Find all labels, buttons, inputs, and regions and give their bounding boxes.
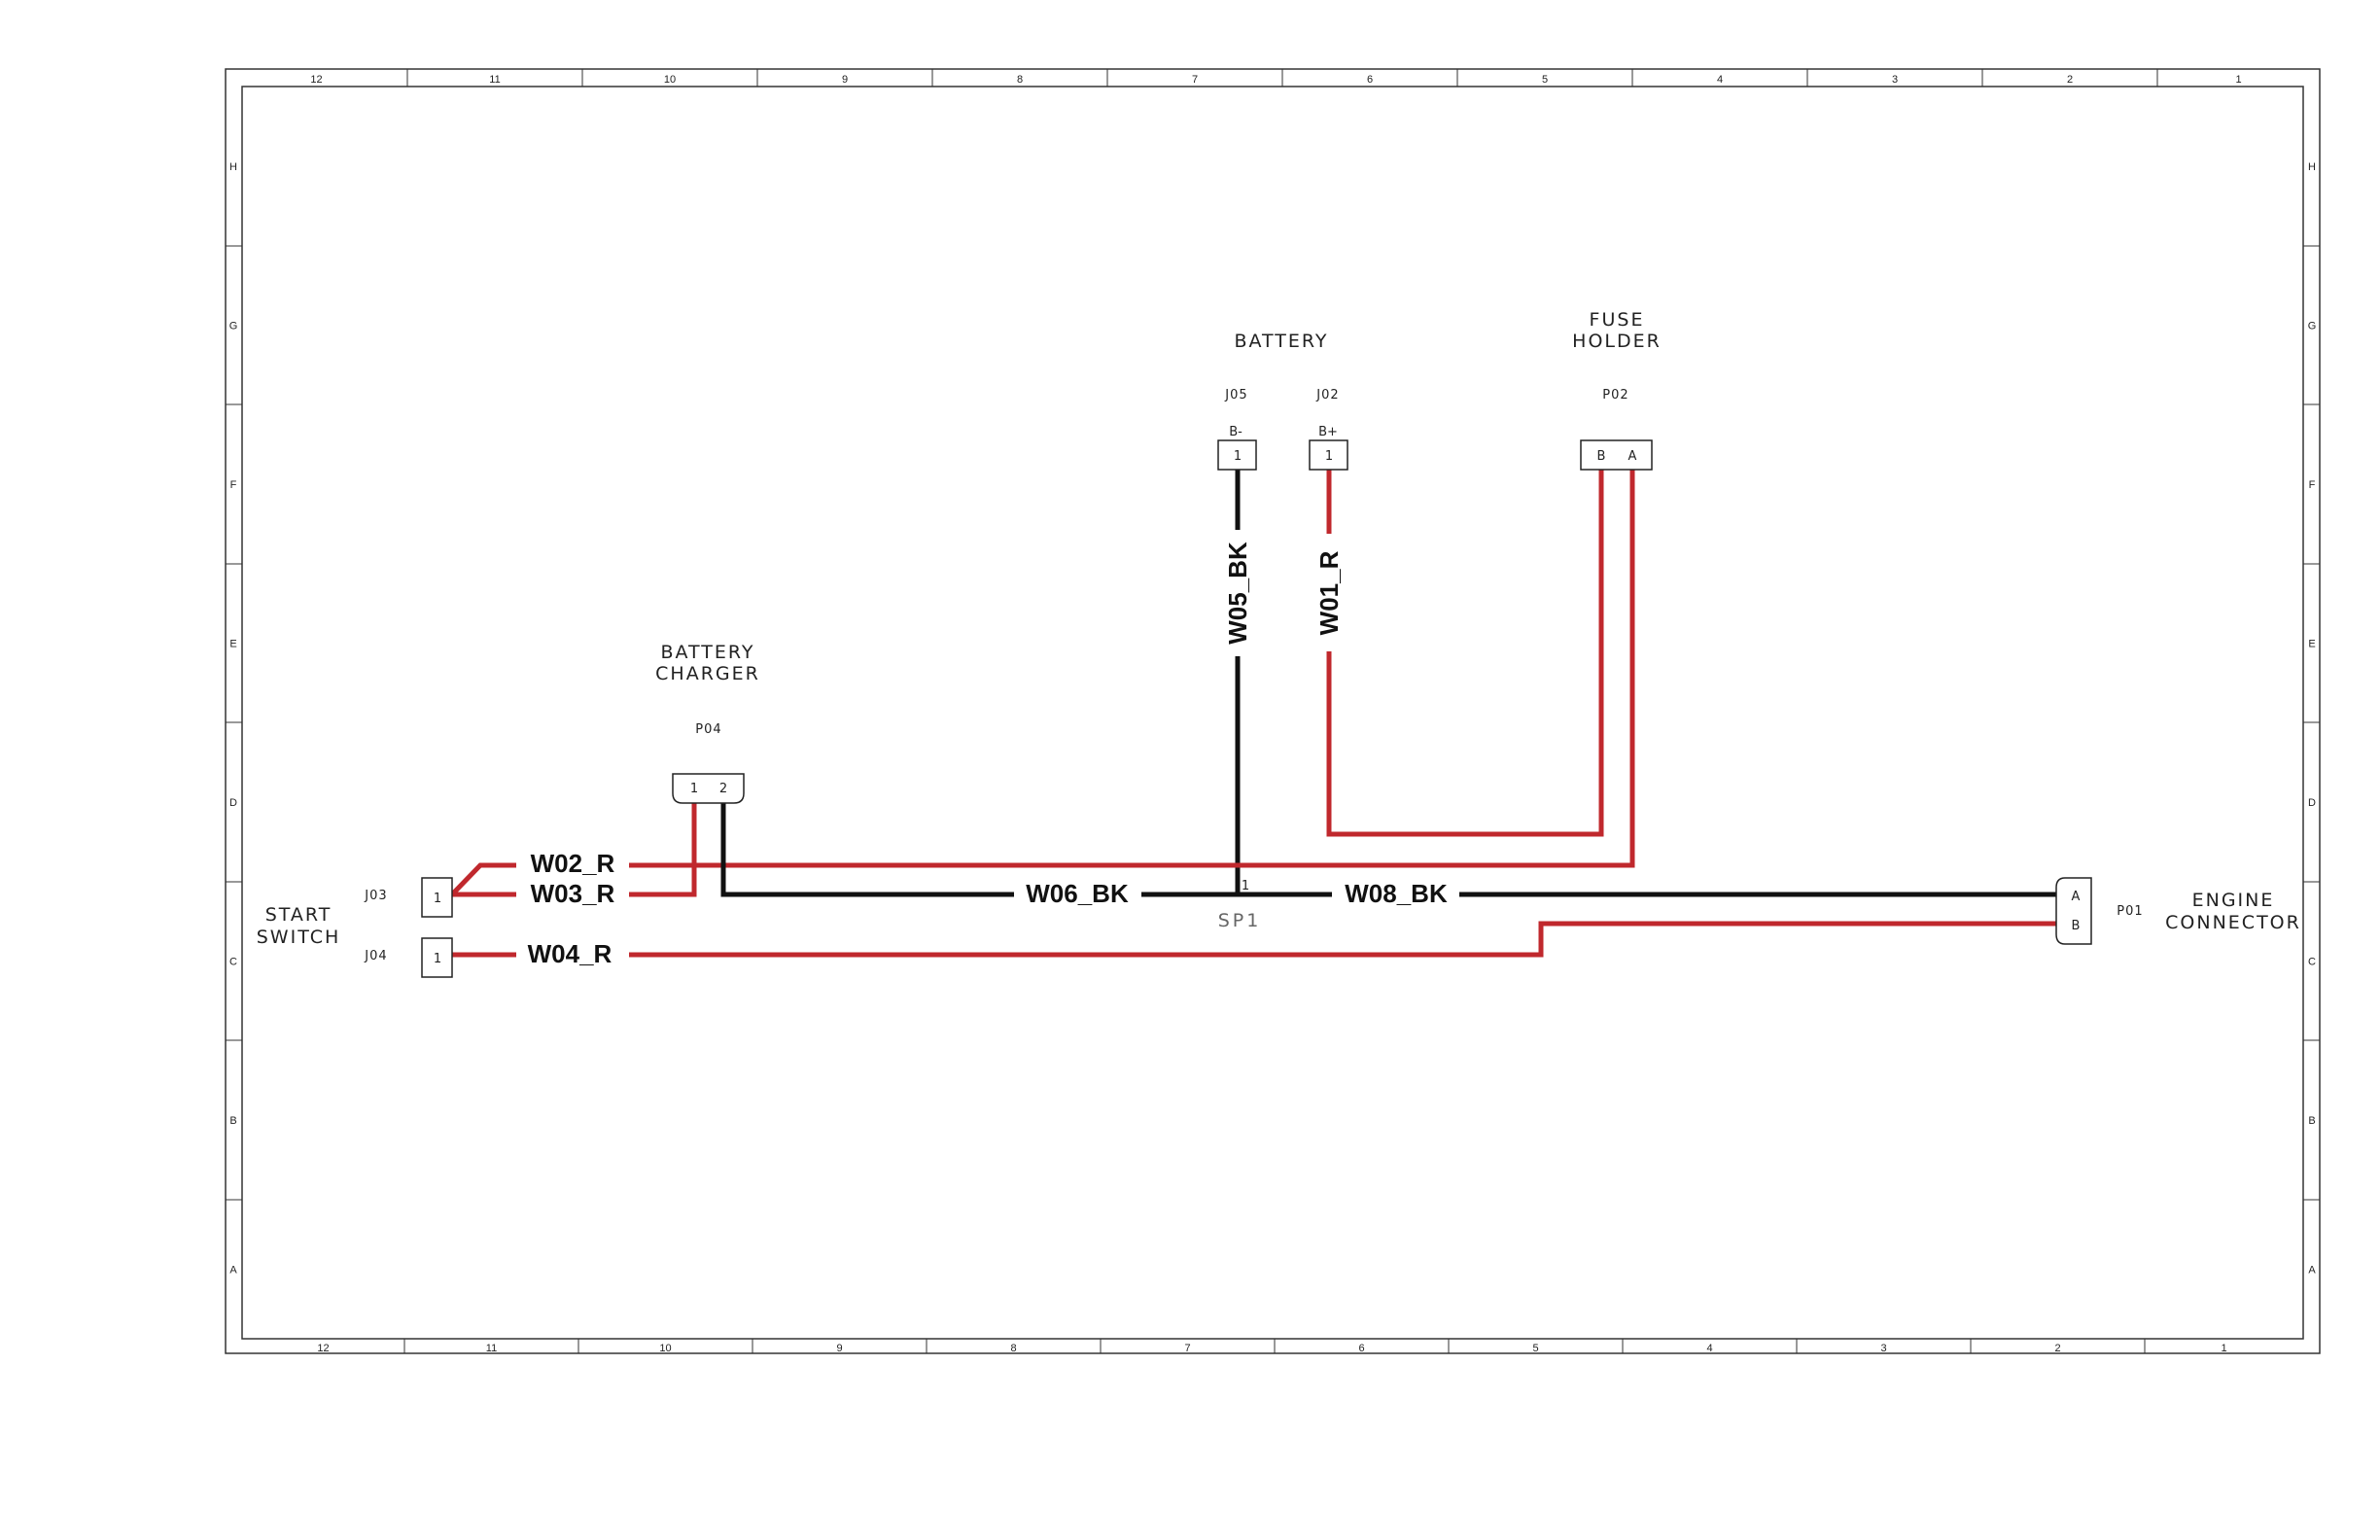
battery-charger-pin-1: 1 [690, 782, 698, 796]
zone-label-left: B [229, 1115, 236, 1127]
zone-label-top: 4 [1717, 74, 1723, 86]
zone-label-right: H [2308, 161, 2316, 173]
zone-label-top: 5 [1542, 74, 1548, 86]
zone-label-top: 2 [2067, 74, 2073, 86]
engine-connector-housing [2056, 878, 2091, 944]
wire-label-w01: W01_R [1314, 550, 1344, 635]
fuse-holder-component: FUSE HOLDER P02 B A [1572, 309, 1662, 470]
zone-label-top: 6 [1367, 74, 1373, 86]
zone-label-bottom: 4 [1706, 1343, 1712, 1354]
start-switch-j03-ref: J03 [364, 889, 387, 903]
wire-w04-r-right [629, 924, 2056, 955]
zone-label-bottom: 2 [2054, 1343, 2060, 1354]
inner-frame [242, 87, 2303, 1339]
wire-labels: W02_R W03_R W04_R W06_BK W08_BK W05_BK W… [528, 542, 1448, 968]
zone-label-bottom: 1 [2221, 1343, 2226, 1354]
zone-label-bottom: 9 [836, 1343, 842, 1354]
engine-connector-label-line2: CONNECTOR [2165, 912, 2301, 933]
fuse-holder-pin-b: B [1597, 449, 1606, 464]
zone-label-right: B [2308, 1115, 2315, 1127]
fuse-holder-label-line2: HOLDER [1572, 331, 1662, 352]
frame-zone-ticks [226, 69, 2320, 1353]
wire-label-w04: W04_R [528, 939, 612, 968]
battery-neg-pin-number: 1 [1234, 449, 1242, 464]
zone-label-top: 1 [2235, 74, 2241, 86]
start-switch-j03-pin: 1 [434, 892, 441, 906]
zone-label-top: 7 [1192, 74, 1198, 86]
engine-connector-ref: P01 [2117, 904, 2143, 919]
wire-label-w03: W03_R [531, 879, 615, 908]
zone-label-right: E [2308, 639, 2315, 650]
zone-label-left: C [229, 957, 237, 968]
zone-label-left: F [230, 479, 237, 491]
zone-label-left: H [229, 161, 237, 173]
start-switch-component: START SWITCH J03 J04 1 1 [257, 878, 452, 977]
engine-connector-pin-b: B [2072, 919, 2081, 933]
fuse-holder-pin-a: A [1628, 449, 1637, 464]
zone-label-top: 10 [664, 74, 676, 86]
zone-label-top: 8 [1017, 74, 1023, 86]
start-switch-label-line2: SWITCH [257, 927, 341, 948]
wire-label-w05: W05_BK [1223, 542, 1252, 645]
zone-label-right: A [2308, 1265, 2316, 1277]
splice-pin: 1 [1242, 879, 1249, 893]
battery-charger-connector [673, 774, 744, 803]
zone-label-bottom: 8 [1010, 1343, 1016, 1354]
zone-label-right: D [2308, 797, 2316, 809]
battery-neg-pin-name: B- [1229, 425, 1242, 439]
engine-connector-pin-a: A [2072, 890, 2081, 904]
zone-label-bottom: 3 [1880, 1343, 1886, 1354]
zone-label-bottom: 11 [486, 1343, 497, 1354]
zone-label-bottom: 10 [659, 1343, 671, 1354]
battery-neg-ref: J05 [1224, 388, 1247, 402]
battery-pos-ref: J02 [1315, 388, 1339, 402]
zone-label-right: F [2309, 479, 2316, 491]
wire-label-w08: W08_BK [1345, 879, 1448, 908]
wires [452, 470, 2056, 955]
zone-label-bottom: 12 [317, 1343, 329, 1354]
battery-charger-ref: P04 [695, 722, 721, 737]
battery-charger-pin-2: 2 [719, 782, 727, 796]
wire-w03-r-right [629, 800, 694, 894]
battery-component: BATTERY J05 J02 B- B+ 1 1 [1218, 331, 1348, 470]
zone-label-left: G [229, 321, 238, 332]
wire-w01-r-lower [1329, 470, 1601, 834]
zone-label-right: G [2308, 321, 2317, 332]
fuse-holder-connector [1581, 440, 1652, 470]
wire-label-w06: W06_BK [1026, 879, 1129, 908]
battery-charger-component: BATTERY CHARGER P04 1 2 [655, 642, 760, 803]
wire-label-w02: W02_R [531, 849, 615, 878]
battery-label: BATTERY [1234, 331, 1328, 352]
zone-label-right: C [2308, 957, 2316, 968]
outer-frame [226, 69, 2320, 1353]
engine-connector-label-line1: ENGINE [2192, 890, 2275, 911]
battery-pos-pin-name: B+ [1318, 425, 1338, 439]
zone-label-top: 3 [1892, 74, 1898, 86]
wire-w06-bk-left [723, 800, 1014, 894]
zone-label-left: D [229, 797, 237, 809]
battery-charger-label-line2: CHARGER [655, 663, 760, 684]
splice-label: SP1 [1218, 910, 1262, 931]
zone-label-bottom: 5 [1532, 1343, 1538, 1354]
battery-pos-pin-number: 1 [1325, 449, 1333, 464]
zone-label-top: 12 [310, 74, 322, 86]
wire-w02-r-right [629, 470, 1632, 865]
zone-label-bottom: 6 [1358, 1343, 1364, 1354]
start-switch-j04-pin: 1 [434, 952, 441, 966]
zone-label-bottom: 7 [1184, 1343, 1190, 1354]
start-switch-j04-ref: J04 [364, 949, 387, 963]
engine-connector-component: A B P01 ENGINE CONNECTOR [2056, 878, 2301, 944]
start-switch-label-line1: START [265, 904, 332, 926]
fuse-holder-label-line1: FUSE [1590, 309, 1645, 331]
fuse-holder-ref: P02 [1602, 388, 1628, 402]
zone-label-left: A [229, 1265, 237, 1277]
zone-label-top: 11 [489, 74, 500, 86]
wire-w02-r-left [452, 865, 516, 894]
zone-label-left: E [229, 639, 236, 650]
zone-label-top: 9 [842, 74, 848, 86]
battery-charger-label-line1: BATTERY [660, 642, 754, 663]
